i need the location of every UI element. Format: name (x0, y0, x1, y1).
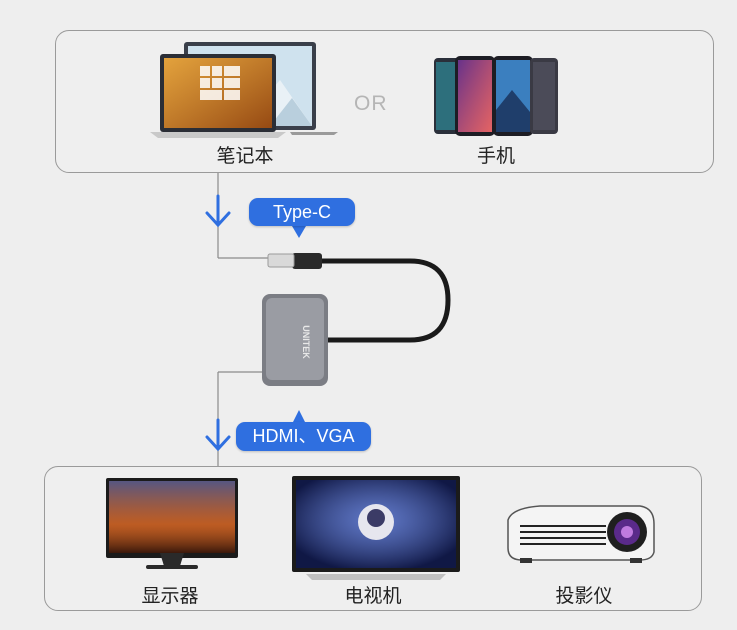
tag-pointer (292, 226, 306, 238)
phones-icon (434, 56, 558, 136)
tv-label: 电视机 (344, 586, 402, 607)
down-arrow-icon (205, 194, 231, 228)
monitor-icon (106, 478, 238, 569)
or-text: OR (354, 92, 388, 115)
laptop-label: 笔记本 (216, 146, 274, 167)
tag-pointer (293, 410, 305, 422)
type-c-tag: Type-C (249, 198, 355, 226)
projector-icon (507, 505, 655, 563)
adapter-brand: UNITEK (301, 325, 311, 359)
adapter-icon: UNITEK (262, 294, 328, 386)
tv-icon (292, 476, 460, 580)
projector-label: 投影仪 (555, 586, 613, 607)
type-c-cable (267, 253, 451, 343)
down-arrow-icon (205, 418, 231, 452)
monitor-label: 显示器 (141, 586, 199, 607)
laptop-icon (150, 42, 338, 138)
hdmi-vga-tag: HDMI、VGA (236, 422, 371, 451)
phone-label: 手机 (476, 146, 515, 167)
